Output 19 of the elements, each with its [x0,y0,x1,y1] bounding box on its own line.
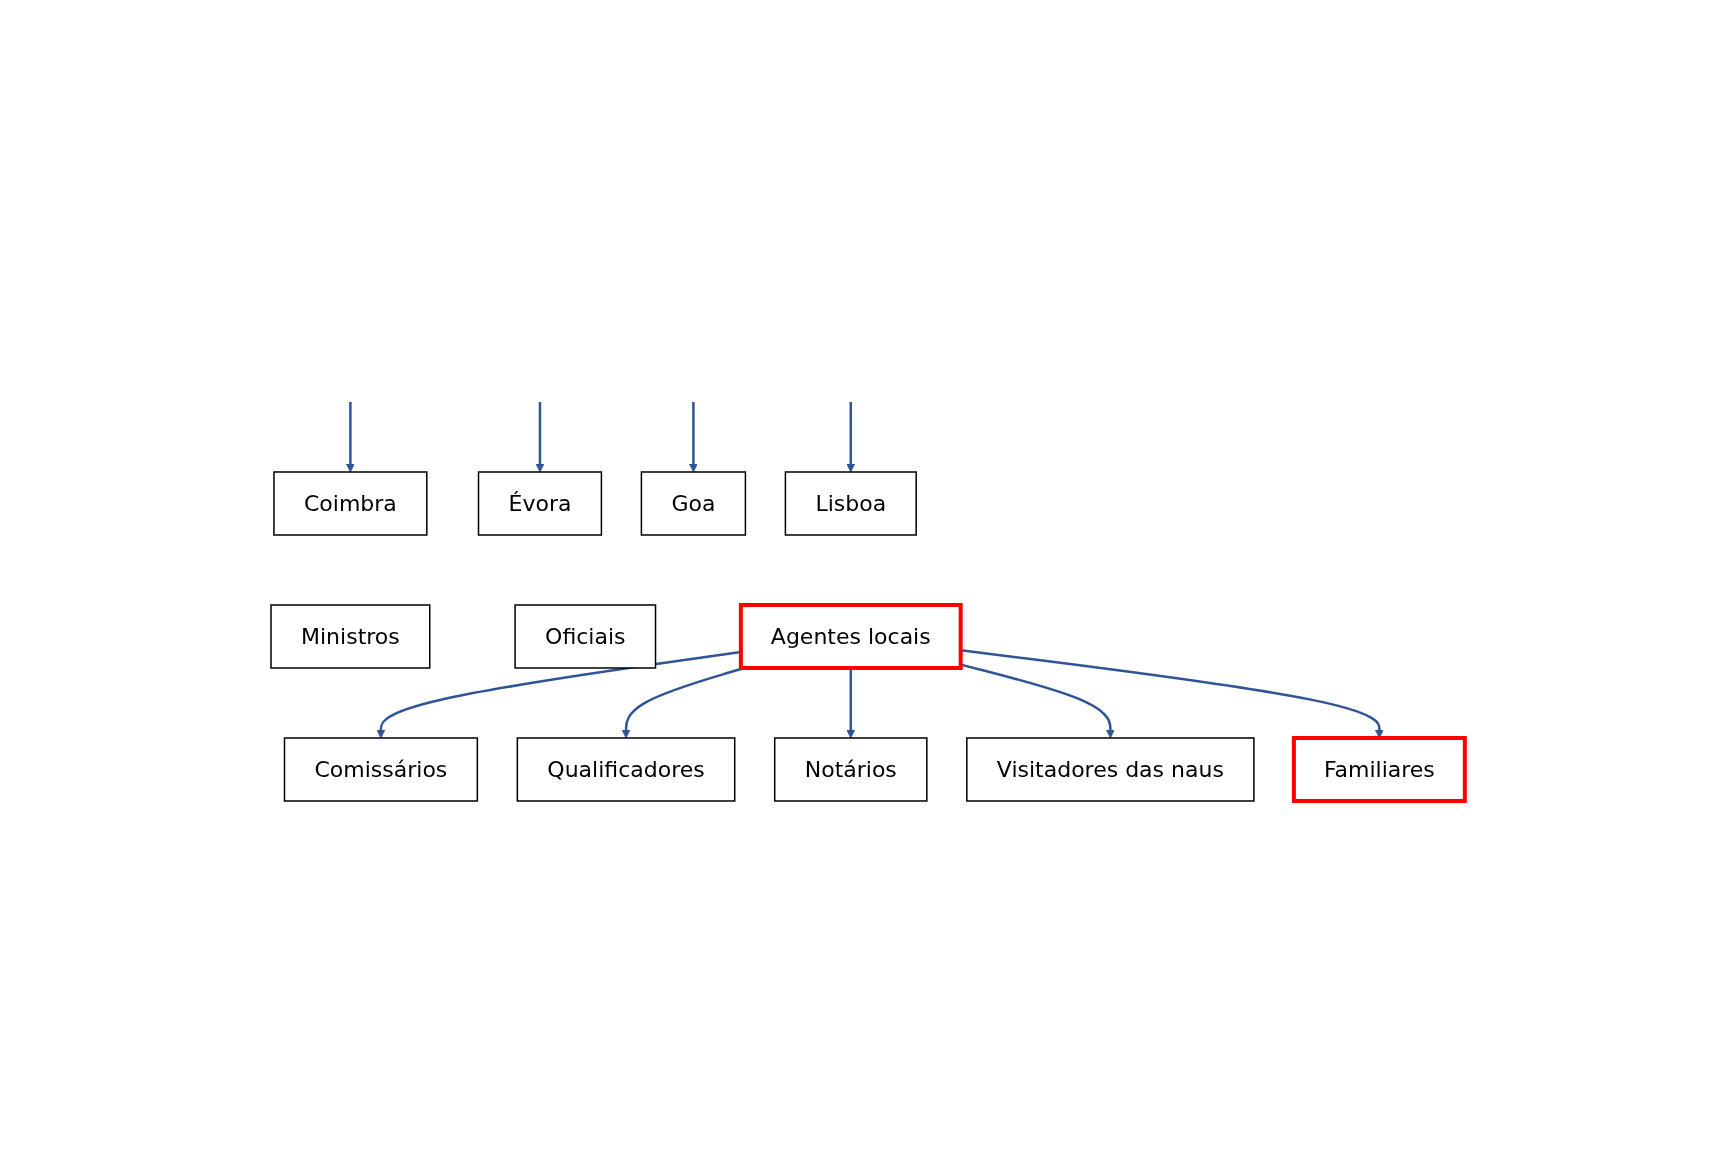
node-box: Lisboa [784,470,917,536]
arrow [689,401,698,472]
arrow [960,648,1384,738]
arrow [960,662,1115,738]
node-box: Qualificadores [516,736,736,802]
node-box: Goa [640,470,747,536]
arrow [846,667,856,738]
node-box: Agentes locais [738,602,963,670]
node-box: Coimbra [273,470,428,536]
arrow [535,401,545,472]
node-box: Évora [477,470,603,536]
node-box: Notários [774,736,928,802]
arrow [346,401,355,472]
node-box: Comissários [283,736,479,802]
node-box: Ministros [270,603,431,669]
node-box: Familiares [1291,735,1467,803]
node-box: Visitadores das naus [966,736,1255,802]
node-box: Oficiais [514,603,657,669]
arrow [846,401,856,472]
